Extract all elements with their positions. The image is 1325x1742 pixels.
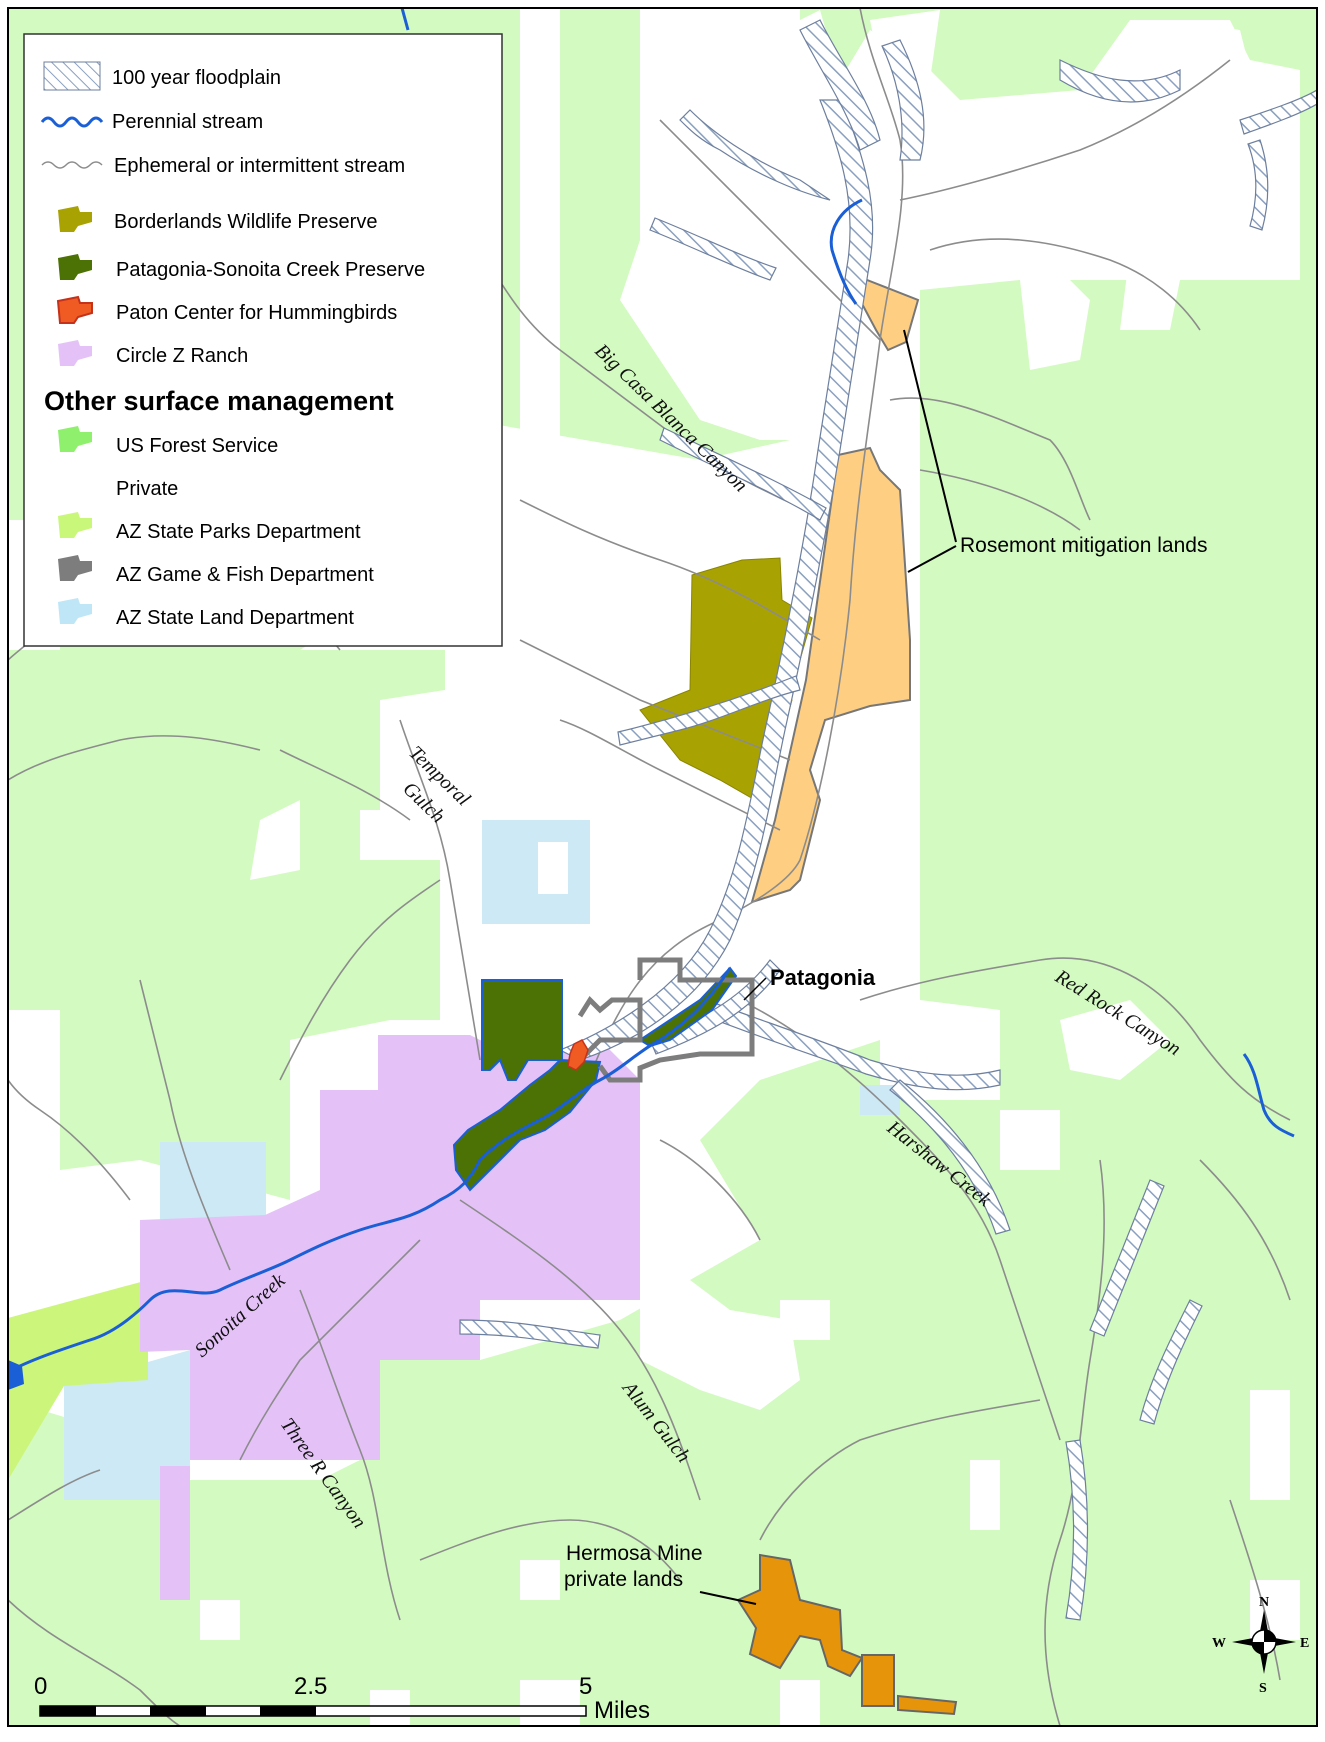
paton-center-swatch-icon [56,295,93,324]
legend-label-floodplain: 100 year floodplain [112,67,281,89]
legend-label-private: Private [116,478,178,500]
scale-tick-5: 5 [579,1673,592,1700]
compass-e: E [1300,1636,1309,1651]
map-frame [7,7,1318,1727]
legend-box [23,33,503,647]
perennial-stream-icon [40,116,104,128]
compass-n: N [1259,1595,1269,1610]
legend-label-game-fish: AZ Game & Fish Department [116,564,374,586]
legend-label-paton: Paton Center for Hummingbirds [116,302,397,324]
label-hermosa-mine-line2: private lands [564,1568,683,1591]
patagonia-leader [743,977,767,1001]
legend-heading: Other surface management [44,386,394,416]
perennial-streams [8,8,1295,1374]
borderlands-swatch-icon [58,206,92,232]
label-hermosa-mine-line1: Hermosa Mine [566,1542,703,1565]
legend: 100 year floodplain Perennial stream Eph… [23,33,503,647]
hermosa-leader [699,1591,757,1605]
forest-service-swatch-icon [58,426,92,452]
game-fish-swatch-icon [58,555,92,581]
circle-z-ranch-south [160,1466,190,1600]
scale-tick-2-5: 2.5 [294,1673,327,1700]
legend-label-psc: Patagonia-Sonoita Creek Preserve [116,259,425,281]
hermosa-mine-lands [736,1553,958,1716]
floodplain-hatch-icon [43,61,101,91]
legend-label-ephemeral: Ephemeral or intermittent stream [114,155,405,177]
scale-unit-miles: Miles [594,1697,650,1724]
state-land-swatch-icon [58,598,92,624]
state-parks-swatch-icon [58,512,92,538]
game-fish-department-land [577,957,755,1083]
label-patagonia: Patagonia [770,965,876,990]
label-rosemont-mitigation: Rosemont mitigation lands [960,534,1207,557]
compass-s: S [1259,1681,1267,1696]
scale-tick-0: 0 [34,1673,47,1700]
lake-outflow [8,1360,24,1390]
legend-label-state-land: AZ State Land Department [116,607,354,629]
compass-rose-icon: N S E W [1212,1595,1309,1696]
legend-label-state-parks: AZ State Parks Department [116,521,361,543]
legend-label-forest: US Forest Service [116,435,278,457]
scale-bar: 0 2.5 5 Miles [34,1673,650,1724]
compass-w: W [1212,1636,1226,1651]
ephemeral-stream-icon [41,161,103,169]
circle-z-swatch-icon [58,340,92,366]
state-land-inholding [538,842,568,894]
legend-label-perennial: Perennial stream [112,111,263,133]
rosemont-leader-south [907,545,957,573]
paton-center-hummingbirds [567,1039,589,1071]
psc-preserve-swatch-icon [58,254,92,280]
legend-label-borderlands: Borderlands Wildlife Preserve [114,211,377,233]
rosemont-leader-north [903,329,957,543]
legend-label-circle-z: Circle Z Ranch [116,345,248,367]
